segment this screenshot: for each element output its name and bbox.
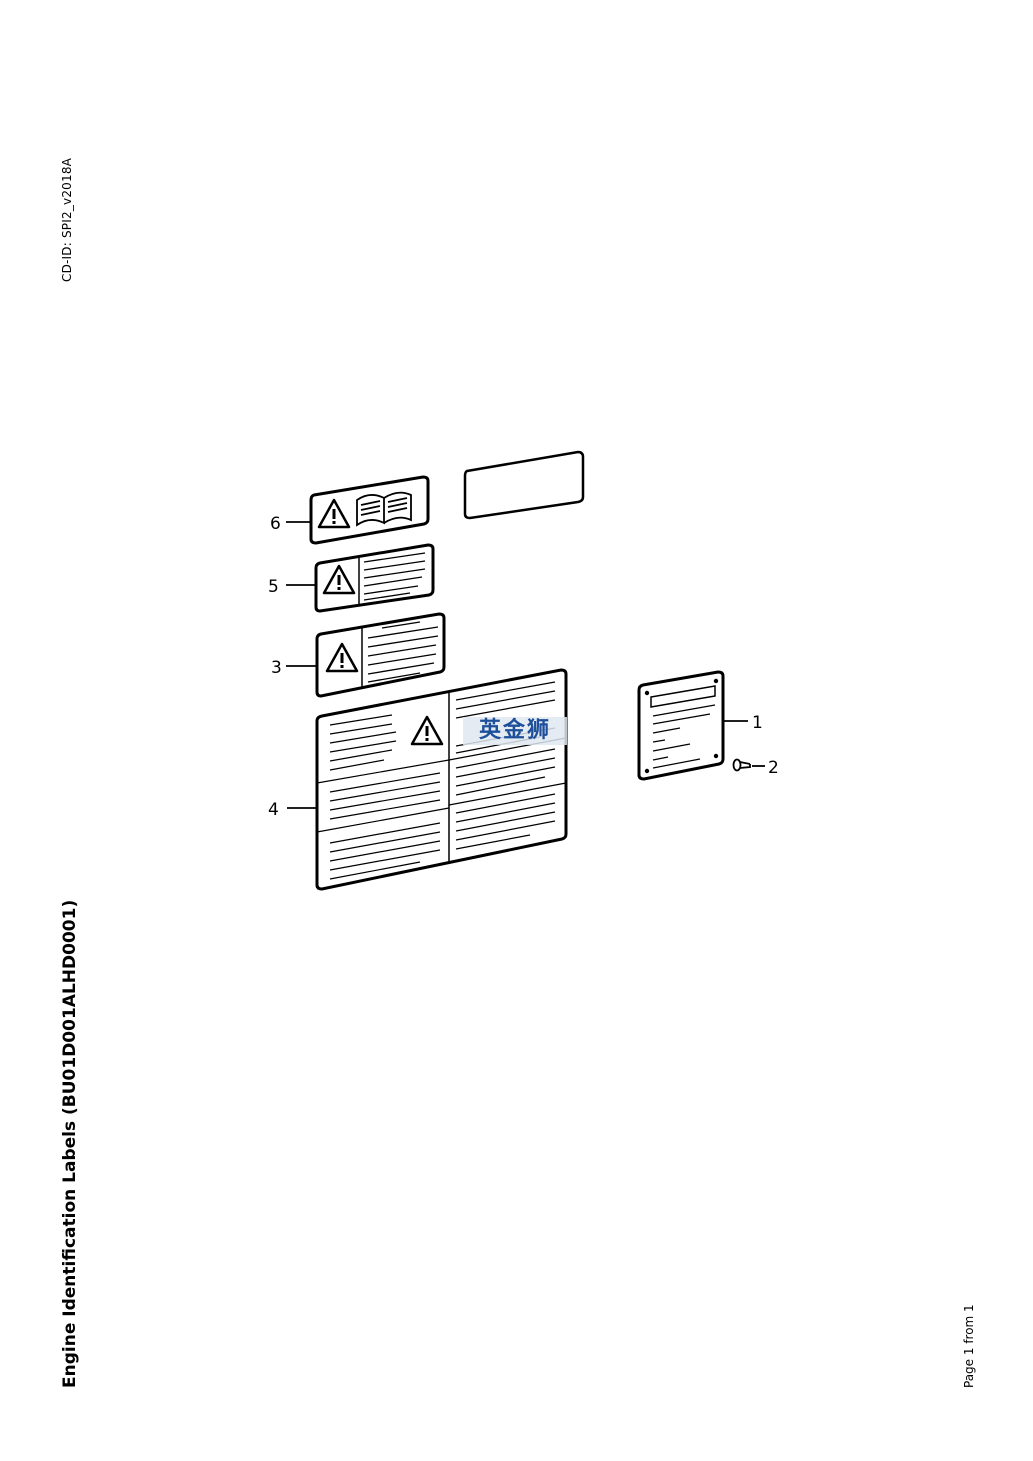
callout-3: 3 [271,658,282,678]
leader-lines [286,521,765,809]
blank-label [463,450,585,520]
callout-4: 4 [268,800,279,820]
label-6-warning-manual [309,475,430,545]
callout-1: 1 [752,713,763,733]
callout-2: 2 [768,758,779,778]
label-4-instructions [315,668,568,891]
callout-6: 6 [270,514,281,534]
label-1-identification-plate [637,670,725,781]
callout-5: 5 [268,577,279,597]
watermark-logo: 英金狮 [463,717,567,745]
item-2-rivet [732,758,751,772]
manual-book-icon [356,491,412,527]
label-5-warning [314,543,435,613]
label-3-warning [315,612,446,698]
